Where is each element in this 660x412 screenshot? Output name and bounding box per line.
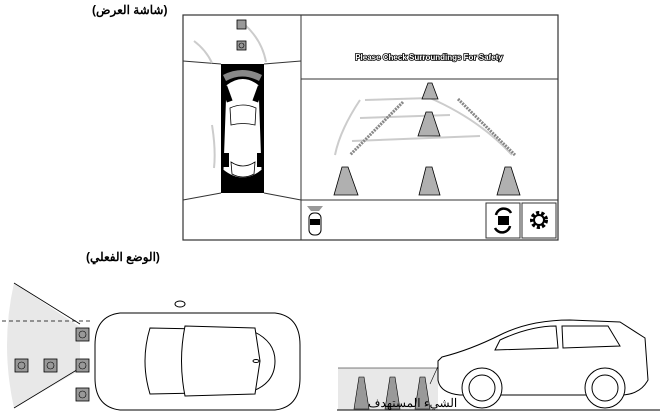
top-view-panel bbox=[182, 19, 302, 201]
cone bbox=[421, 82, 439, 100]
cone bbox=[418, 166, 441, 196]
display-screen: Please Check Surroundings For Safety bbox=[182, 14, 559, 241]
target-object-label: الشيء المستهدف bbox=[368, 396, 458, 410]
cone bbox=[384, 376, 401, 410]
detected-object-marker bbox=[236, 40, 247, 51]
car-top-view bbox=[94, 300, 301, 411]
cone bbox=[417, 111, 441, 137]
display-screen-title: (شاشة العرض) bbox=[92, 3, 168, 17]
camera-switch-icon bbox=[493, 207, 513, 234]
obstacle-block bbox=[75, 358, 90, 373]
cone bbox=[414, 376, 431, 410]
gear-icon bbox=[530, 211, 548, 229]
view-switch-button[interactable] bbox=[485, 202, 521, 239]
detected-object-marker bbox=[236, 19, 247, 30]
obstacle-block bbox=[14, 358, 29, 373]
cone bbox=[496, 166, 521, 196]
vehicle-status-icon bbox=[307, 206, 323, 236]
obstacle-block bbox=[43, 358, 58, 373]
actual-top-view bbox=[2, 282, 301, 411]
safety-message: Please Check Surroundings For Safety bbox=[355, 53, 503, 62]
cone bbox=[333, 166, 359, 196]
car-side-view bbox=[437, 319, 649, 409]
actual-side-view bbox=[337, 319, 660, 411]
rear-camera-view bbox=[333, 82, 521, 196]
obstacle-block bbox=[75, 387, 90, 402]
obstacle-block bbox=[75, 327, 90, 342]
actual-situation-title: (الوضع الفعلي) bbox=[86, 250, 160, 264]
cone bbox=[353, 376, 370, 410]
settings-button[interactable] bbox=[521, 202, 557, 239]
